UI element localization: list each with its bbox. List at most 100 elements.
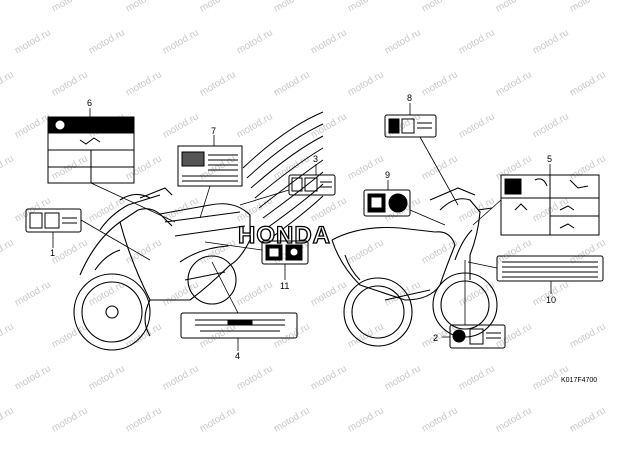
watermark-text: motod.ru bbox=[568, 153, 608, 182]
watermark-text: motod.ru bbox=[346, 405, 386, 434]
label-3-caution bbox=[288, 174, 336, 196]
watermark-text: motod.ru bbox=[50, 321, 90, 350]
watermark-text: motod.ru bbox=[0, 237, 16, 266]
callout-9: 9 bbox=[385, 170, 390, 180]
label-6-warning-panel bbox=[47, 116, 135, 184]
watermark-text: motod.ru bbox=[494, 321, 534, 350]
part-code: K017F4700 bbox=[561, 377, 597, 384]
watermark-text: motod.ru bbox=[235, 363, 275, 392]
watermark-text: motod.ru bbox=[50, 405, 90, 434]
watermark-text: motod.ru bbox=[309, 195, 349, 224]
watermark-text: motod.ru bbox=[198, 405, 238, 434]
leader-lines bbox=[52, 103, 552, 351]
watermark-text: motod.ru bbox=[124, 69, 164, 98]
honda-wing-emblem bbox=[242, 111, 324, 239]
front-wheel-left bbox=[73, 273, 151, 351]
watermark-text: motod.ru bbox=[0, 69, 16, 98]
label-5-warning-panel bbox=[500, 174, 600, 236]
watermark-text: motod.ru bbox=[568, 0, 608, 15]
scooter-left-view bbox=[73, 187, 251, 351]
watermark-text: motod.ru bbox=[161, 363, 201, 392]
callout-10: 10 bbox=[546, 295, 556, 305]
watermark-text: motod.ru bbox=[235, 27, 275, 56]
watermark-text: motod.ru bbox=[420, 153, 460, 182]
watermark-text: motod.ru bbox=[0, 0, 16, 15]
watermark-text: motod.ru bbox=[161, 279, 201, 308]
callout-3: 3 bbox=[313, 154, 318, 164]
watermark-text: motod.ru bbox=[124, 237, 164, 266]
watermark-text: motod.ru bbox=[235, 195, 275, 224]
honda-logo-text: HONDA bbox=[238, 222, 331, 249]
callout-7: 7 bbox=[211, 126, 216, 136]
callout-6: 6 bbox=[87, 98, 92, 108]
watermark-text: motod.ru bbox=[124, 153, 164, 182]
watermark-text: motod.ru bbox=[457, 363, 497, 392]
watermark-text: motod.ru bbox=[50, 237, 90, 266]
callout-numbers: 6 7 3 1 11 4 8 9 5 10 2 bbox=[50, 93, 556, 361]
callout-2: 2 bbox=[433, 333, 438, 343]
watermark-text: motod.ru bbox=[309, 27, 349, 56]
watermark-text: motod.ru bbox=[87, 27, 127, 56]
watermark-text: motod.ru bbox=[457, 195, 497, 224]
watermark-text: motod.ru bbox=[235, 111, 275, 140]
callout-4: 4 bbox=[235, 351, 240, 361]
watermark-text: motod.ru bbox=[161, 27, 201, 56]
watermark-text: motod.ru bbox=[124, 405, 164, 434]
watermark-text: motod.ru bbox=[0, 153, 16, 182]
watermark-text: motod.ru bbox=[124, 0, 164, 15]
watermark-text: motod.ru bbox=[272, 405, 312, 434]
label-1-caution bbox=[25, 208, 82, 233]
watermark-text: motod.ru bbox=[531, 195, 571, 224]
watermark-text: motod.ru bbox=[383, 27, 423, 56]
watermark-text: motod.ru bbox=[198, 237, 238, 266]
rear-wheel-right bbox=[343, 277, 413, 347]
watermark-text: motod.ru bbox=[346, 237, 386, 266]
label-2-caution bbox=[449, 324, 506, 349]
watermark-text: motod.ru bbox=[457, 111, 497, 140]
callout-1: 1 bbox=[50, 248, 55, 258]
callout-11: 11 bbox=[280, 281, 289, 291]
watermark-text: motod.ru bbox=[568, 405, 608, 434]
watermark-text: motod.ru bbox=[420, 0, 460, 15]
watermark-text: motod.ru bbox=[346, 153, 386, 182]
watermark-text: motod.ru bbox=[309, 279, 349, 308]
watermark-text: motod.ru bbox=[50, 153, 90, 182]
callout-8: 8 bbox=[407, 93, 412, 103]
watermark-text: motod.ru bbox=[494, 405, 534, 434]
watermark-text: motod.ru bbox=[50, 0, 90, 15]
watermark-text: motod.ru bbox=[13, 195, 53, 224]
watermark-text: motod.ru bbox=[309, 363, 349, 392]
watermark-text: motod.ru bbox=[161, 111, 201, 140]
watermark-text: motod.ru bbox=[494, 0, 534, 15]
watermark-layer: motod.ru motod.ru motod.ru motod.ru motod.ru… bbox=[0, 0, 608, 435]
watermark-text: motod.ru bbox=[198, 69, 238, 98]
label-11-manual-icons bbox=[261, 240, 309, 265]
watermark-text: motod.ru bbox=[0, 321, 16, 350]
watermark-text: motod.ru bbox=[235, 279, 275, 308]
watermark-text: motod.ru bbox=[420, 405, 460, 434]
label-4-plate bbox=[180, 312, 298, 339]
watermark-text: motod.ru bbox=[272, 321, 312, 350]
watermark-text: motod.ru bbox=[531, 111, 571, 140]
watermark-text: motod.ru bbox=[531, 27, 571, 56]
watermark-text: motod.ru bbox=[13, 27, 53, 56]
watermark-text: motod.ru bbox=[568, 69, 608, 98]
rear-wheel-left bbox=[187, 255, 237, 305]
watermark-text: motod.ru bbox=[198, 0, 238, 15]
watermark-text: motod.ru bbox=[50, 69, 90, 98]
watermark-text: motod.ru bbox=[0, 405, 16, 434]
watermark-text: motod.ru bbox=[13, 363, 53, 392]
watermark-text: motod.ru bbox=[272, 69, 312, 98]
watermark-text: motod.ru bbox=[346, 69, 386, 98]
watermark-text: motod.ru bbox=[272, 0, 312, 15]
watermark-text: motod.ru bbox=[457, 27, 497, 56]
watermark-text: motod.ru bbox=[383, 363, 423, 392]
watermark-text: motod.ru bbox=[198, 321, 238, 350]
watermark-text: motod.ru bbox=[568, 321, 608, 350]
label-10-plate bbox=[496, 255, 604, 282]
label-8-caution bbox=[384, 114, 437, 138]
watermark-text: motod.ru bbox=[13, 111, 53, 140]
watermark-text: motod.ru bbox=[494, 153, 534, 182]
watermark-text: motod.ru bbox=[346, 0, 386, 15]
watermark-text: motod.ru bbox=[494, 69, 534, 98]
